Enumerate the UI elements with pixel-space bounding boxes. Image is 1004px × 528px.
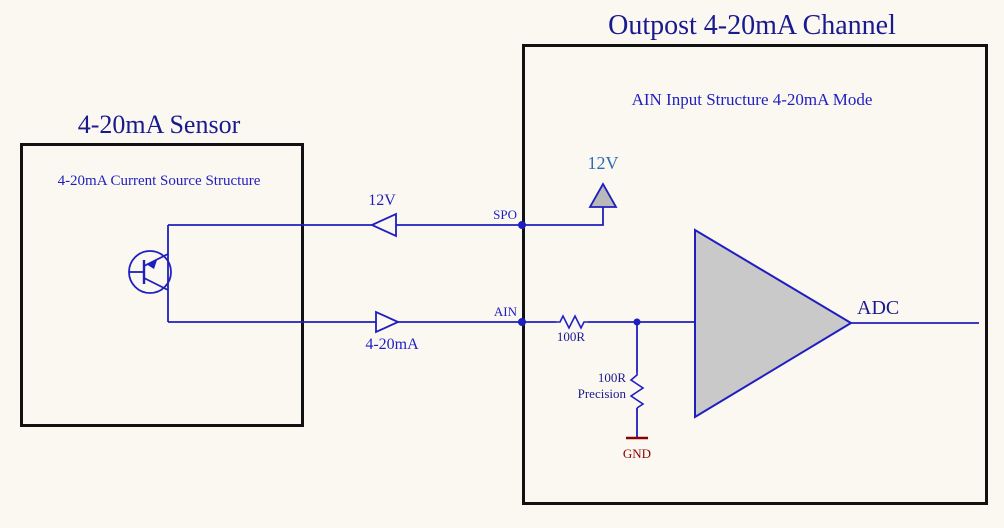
buffer-right-icon	[375, 310, 401, 334]
channel-box	[522, 44, 988, 505]
wire-4-20ma-label: 4-20mA	[365, 336, 419, 353]
adc-label: ADC	[857, 297, 900, 319]
channel-title: Outpost 4-20mA Channel	[608, 10, 896, 41]
sensor-title: 4-20mA Sensor	[77, 110, 241, 139]
resistor-precision-label-type: Precision	[577, 386, 626, 401]
ain-pin-label: AIN	[493, 304, 517, 319]
sensor-subtitle: 4-20mA Current Source Structure	[57, 173, 261, 189]
channel-subtitle: AIN Input Structure 4-20mA Mode	[631, 90, 873, 109]
resistor-100r-label: 100R	[556, 329, 586, 344]
spo-pin-label: SPO	[493, 207, 517, 222]
wire-12v-label: 12V	[368, 192, 396, 209]
gnd-label: GND	[622, 446, 652, 461]
supply-12v-label: 12V	[587, 153, 619, 173]
resistor-precision-label-value: 100R	[597, 370, 626, 385]
sensor-box	[20, 143, 304, 427]
buffer-left-icon	[369, 212, 397, 238]
